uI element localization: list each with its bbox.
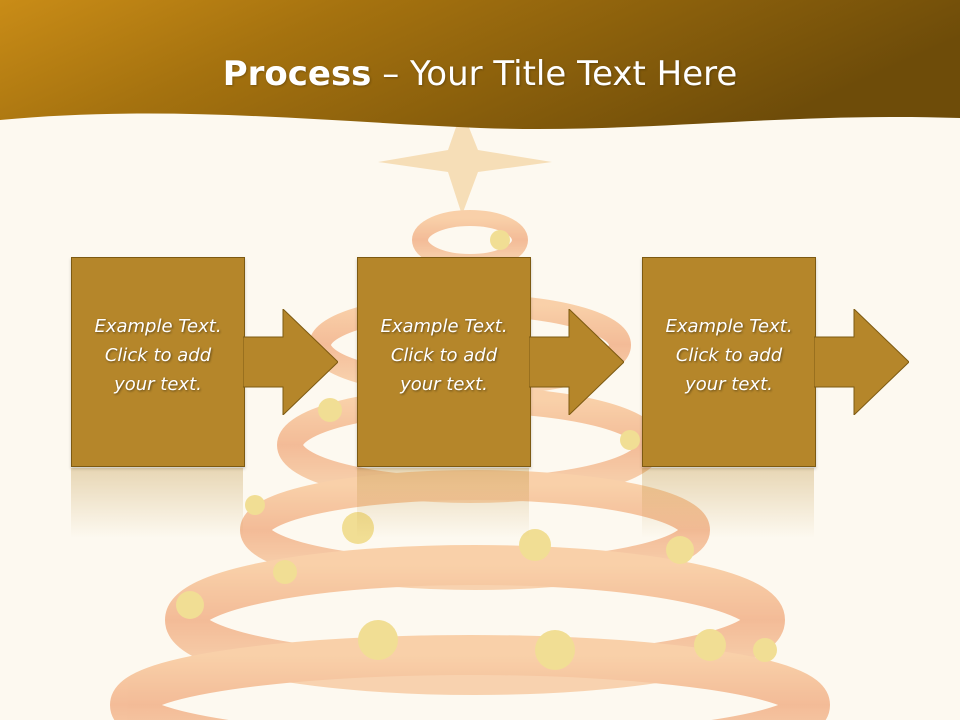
step-box: Example Text. Click to add your text. [71,257,245,467]
process-step-2[interactable]: Example Text. Click to add your text. [357,257,624,467]
arrow-right-icon [243,309,338,415]
process-step-1[interactable]: Example Text. Click to add your text. [71,257,338,467]
header-banner [0,0,960,130]
arrow-right-icon [814,309,909,415]
step-box: Example Text. Click to add your text. [642,257,816,467]
step-1-reflection [71,468,311,538]
step-text: Example Text. Click to add your text. [94,316,222,395]
title-rest: – Your Title Text Here [371,54,738,94]
step-3-reflection [642,468,882,538]
title-bold: Process [222,54,372,94]
step-2-reflection [357,468,597,538]
page-title: Process – Your Title Text Here [0,52,960,96]
step-text: Example Text. Click to add your text. [380,316,508,395]
step-box: Example Text. Click to add your text. [357,257,531,467]
process-step-3[interactable]: Example Text. Click to add your text. [642,257,909,467]
star-icon [378,110,552,215]
step-text: Example Text. Click to add your text. [665,316,793,395]
arrow-right-icon [529,309,624,415]
